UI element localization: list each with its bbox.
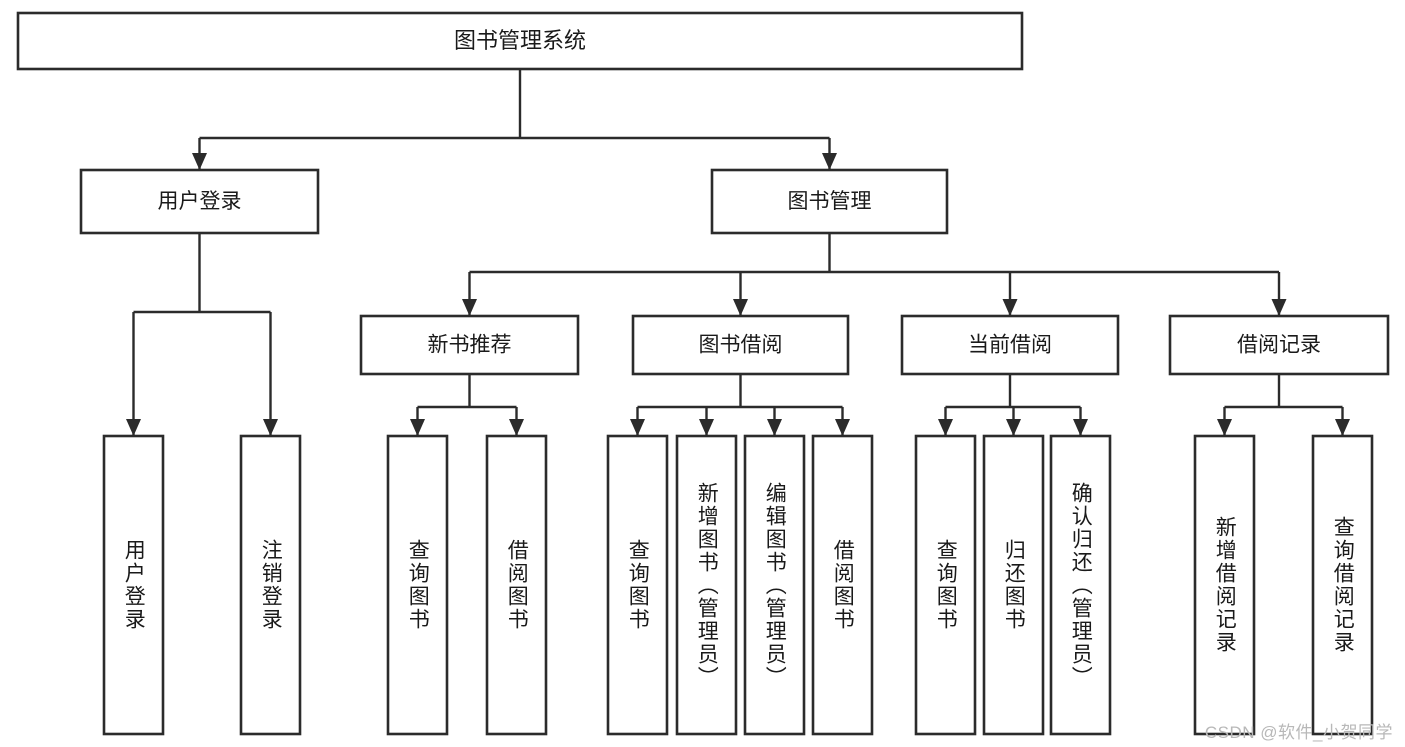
node-box-leaf-query-book-borrow[interactable] (606, 434, 669, 736)
node-box-leaf-borrow-book[interactable] (811, 434, 874, 736)
node-box-leaf-query-book-cur[interactable] (914, 434, 977, 736)
node-box-leaf-user-login[interactable] (102, 434, 165, 736)
arrow-head-user-login (192, 153, 207, 170)
node-label-current-borrow: 当前借阅 (968, 334, 1052, 357)
watermark: CSDN @软件_小贺同学 (1204, 723, 1393, 742)
node-label-root: 图书管理系统 (454, 28, 586, 53)
node-box-leaf-add-book[interactable] (675, 434, 738, 736)
node-box-new-book-recommend[interactable] (359, 314, 580, 376)
node-box-leaf-logout-login[interactable] (239, 434, 302, 736)
arrow-head-leaf-borrow-book-rec (509, 419, 524, 436)
arrow-head-leaf-borrow-book (835, 419, 850, 436)
node-box-leaf-query-record[interactable] (1311, 434, 1374, 736)
arrow-head-new-book-recommend (462, 299, 477, 316)
arrow-head-leaf-query-book-rec (410, 419, 425, 436)
node-box-current-borrow[interactable] (900, 314, 1120, 376)
arrow-head-book-manage (822, 153, 837, 170)
arrow-head-leaf-confirm-return (1073, 419, 1088, 436)
node-label-book-manage: 图书管理 (788, 190, 872, 213)
node-box-leaf-confirm-return[interactable] (1049, 434, 1112, 736)
arrow-head-leaf-user-login (126, 419, 141, 436)
node-label-book-borrow: 图书借阅 (699, 334, 783, 357)
arrow-head-book-borrow (733, 299, 748, 316)
node-label-user-login: 用户登录 (158, 190, 242, 213)
node-box-root[interactable] (16, 11, 1024, 71)
node-label-new-book-recommend: 新书推荐 (428, 334, 512, 357)
node-box-leaf-add-record[interactable] (1193, 434, 1256, 736)
arrow-head-current-borrow (1002, 299, 1018, 316)
node-box-leaf-edit-book[interactable] (743, 434, 806, 736)
boxes-layer (16, 11, 1390, 736)
arrow-head-leaf-query-book-cur (938, 419, 953, 436)
arrow-head-leaf-logout-login (263, 419, 278, 436)
node-box-user-login[interactable] (79, 168, 320, 235)
arrow-head-leaf-query-book-borrow (630, 419, 645, 436)
node-box-leaf-query-book-rec[interactable] (386, 434, 449, 736)
node-box-book-manage[interactable] (710, 168, 949, 235)
arrow-head-leaf-return-book (1006, 419, 1021, 436)
arrow-head-borrow-record (1271, 299, 1287, 316)
node-label-borrow-record: 借阅记录 (1237, 334, 1321, 357)
node-box-leaf-return-book[interactable] (982, 434, 1045, 736)
connectors-layer (126, 69, 1350, 436)
arrow-head-leaf-query-record (1335, 419, 1350, 436)
arrow-head-leaf-add-book (699, 419, 714, 436)
arrow-head-leaf-edit-book (767, 419, 782, 436)
node-box-leaf-borrow-book-rec[interactable] (485, 434, 548, 736)
node-box-book-borrow[interactable] (631, 314, 850, 376)
arrow-head-leaf-add-record (1217, 419, 1232, 436)
node-box-borrow-record[interactable] (1168, 314, 1390, 376)
